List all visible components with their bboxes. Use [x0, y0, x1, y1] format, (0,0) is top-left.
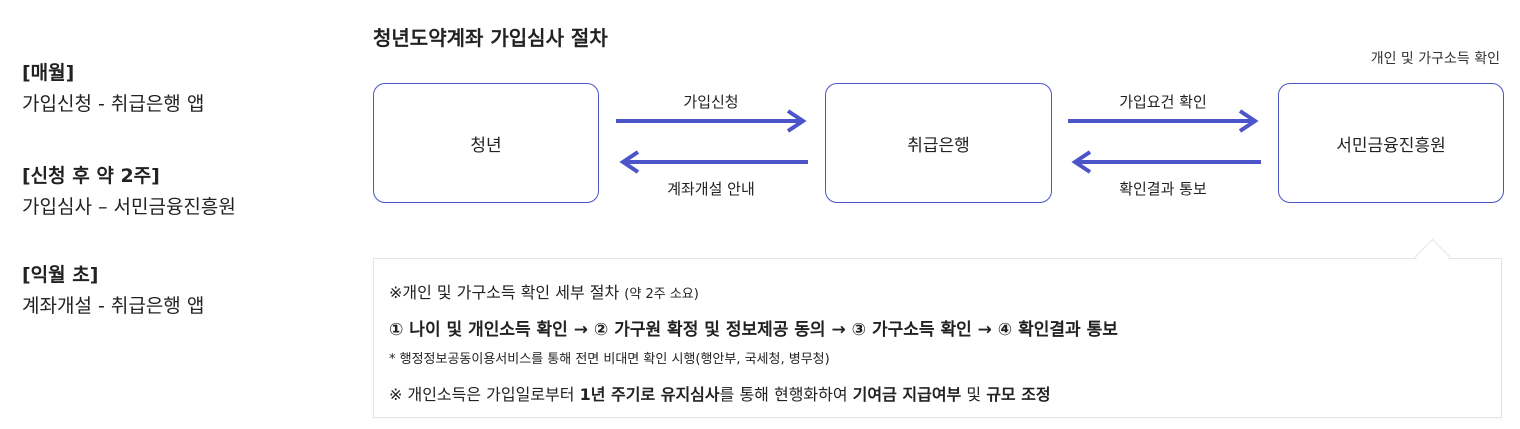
- text-part: 및: [961, 385, 987, 404]
- schedule-desc: 가입심사 – 서민금융진흥원: [22, 196, 236, 218]
- bold-part: 1년 주기로 유지심사: [579, 385, 720, 404]
- text-part: 를 통해 현행화하여: [719, 385, 853, 404]
- arrow-account-notice-head: [619, 150, 640, 174]
- detail-heading-note: (약 2주 소요): [624, 287, 699, 302]
- income-check-note: 개인 및 가구소득 확인: [1370, 51, 1500, 67]
- schedule-title: [매월]: [22, 62, 75, 84]
- node-bank: 취급은행: [825, 83, 1052, 203]
- diagram-title: 청년도약계좌 가입심사 절차: [373, 26, 608, 50]
- detail-process: ① 나이 및 개인소득 확인 → ② 가구원 확정 및 정보제공 동의 → ③ …: [389, 320, 1118, 340]
- schedule-title: [신청 후 약 2주]: [22, 165, 160, 187]
- schedule-next-month: [익월 초] 계좌개설 - 취급은행 앱: [22, 262, 204, 320]
- bold-part: 규모 조정: [986, 385, 1051, 404]
- detail-heading-text: ※개인 및 가구소득 확인 세부 절차: [389, 283, 620, 302]
- arrow-result-notice-head: [1071, 150, 1092, 174]
- bold-part: 기여금 지급여부: [852, 385, 962, 404]
- label-account-notice: 계좌개설 안내: [667, 180, 755, 198]
- detail-heading: ※개인 및 가구소득 확인 세부 절차 (약 2주 소요): [389, 279, 699, 303]
- label-requirement-check: 가입요건 확인: [1119, 93, 1207, 111]
- schedule-desc: 계좌개설 - 취급은행 앱: [22, 295, 205, 317]
- text-part: ※ 개인소득은 가입일로부터: [389, 385, 580, 404]
- schedule-monthly: [매월] 가입신청 - 취급은행 앱: [22, 60, 204, 118]
- arrow-apply-head: [786, 109, 807, 133]
- label-result-notice: 확인결과 통보: [1119, 180, 1207, 198]
- schedule-desc: 가입신청 - 취급은행 앱: [22, 93, 205, 115]
- detail-footnote: * 행정정보공동이용서비스를 통해 전면 비대면 확인 시행(행안부, 국세청,…: [389, 352, 830, 367]
- node-finance-agency: 서민금융진흥원: [1278, 83, 1504, 203]
- detail-panel: ※개인 및 가구소득 확인 세부 절차 (약 2주 소요) ① 나이 및 개인소…: [373, 258, 1502, 418]
- schedule-two-weeks: [신청 후 약 2주] 가입심사 – 서민금융진흥원: [22, 163, 236, 221]
- arrow-requirement-check-head: [1238, 109, 1259, 133]
- label-apply: 가입신청: [683, 93, 739, 111]
- schedule-title: [익월 초]: [22, 264, 99, 286]
- node-youth: 청년: [373, 83, 599, 203]
- detail-last-note: ※ 개인소득은 가입일로부터 1년 주기로 유지심사를 통해 현행화하여 기여금…: [389, 381, 1051, 405]
